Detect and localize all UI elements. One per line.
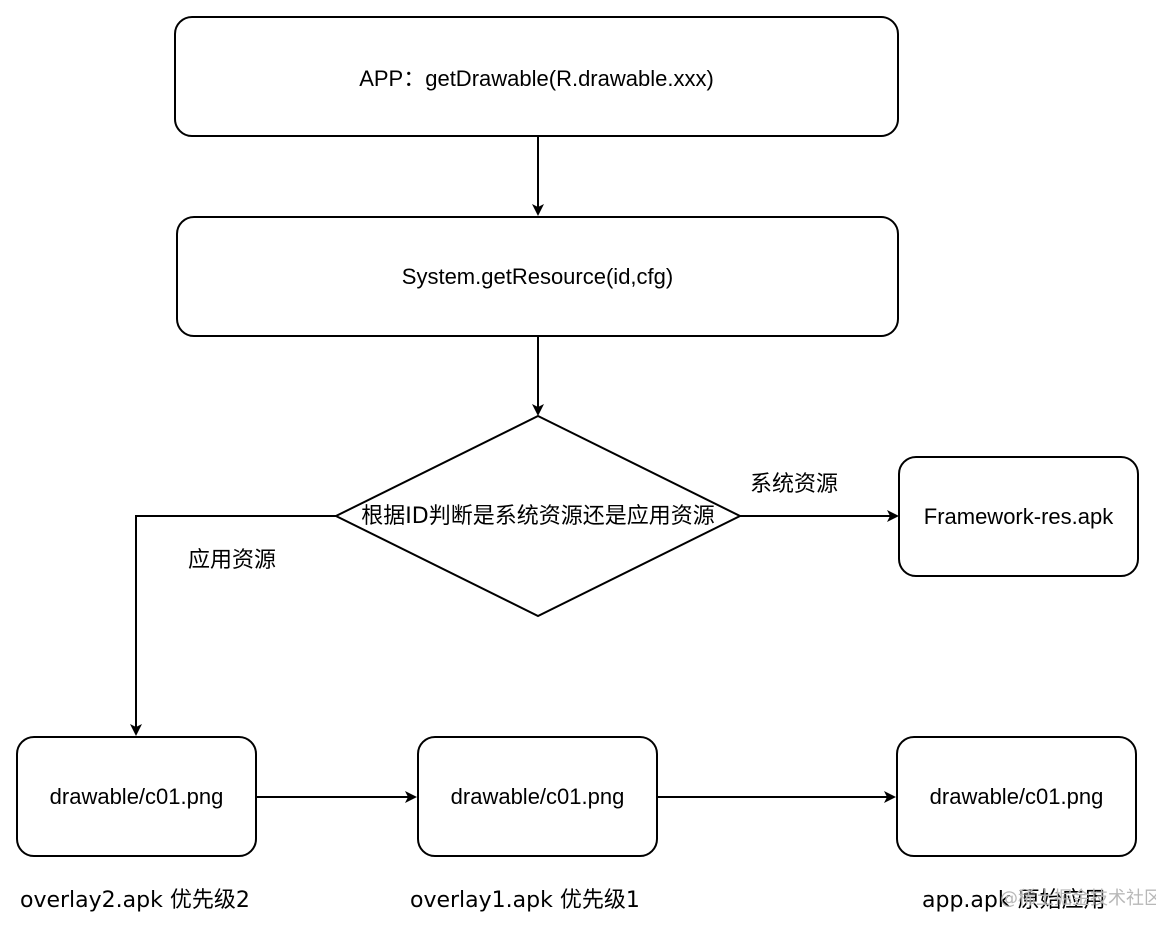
app-apk-node: drawable/c01.png bbox=[896, 736, 1137, 857]
decision-label: 根据ID判断是系统资源还是应用资源 bbox=[361, 504, 715, 529]
app-call-node: APP：getDrawable(R.drawable.xxx) bbox=[174, 16, 899, 137]
app-resource-edge-label: 应用资源 bbox=[188, 548, 277, 573]
overlay2-caption: overlay2.apk 优先级2 bbox=[20, 888, 250, 913]
watermark: @稀土掘金技术社区 bbox=[1000, 888, 1156, 909]
overlay1-label: drawable/c01.png bbox=[450, 783, 625, 809]
system-resource-node: System.getResource(id,cfg) bbox=[176, 216, 899, 337]
system-resource-edge-label: 系统资源 bbox=[750, 472, 839, 497]
arrow-decision-to-overlay2 bbox=[130, 515, 336, 736]
framework-label: Framework-res.apk bbox=[923, 503, 1114, 529]
app-apk-label: drawable/c01.png bbox=[929, 783, 1104, 809]
overlay1-caption: overlay1.apk 优先级1 bbox=[410, 888, 640, 913]
framework-node: Framework-res.apk bbox=[898, 456, 1139, 577]
app-caption: app.apk 原始应用 bbox=[922, 888, 1106, 913]
system-resource-label: System.getResource(id,cfg) bbox=[401, 263, 674, 289]
app-call-label: APP：getDrawable(R.drawable.xxx) bbox=[359, 65, 714, 91]
decision-diamond bbox=[333, 414, 743, 618]
overlay2-node: drawable/c01.png bbox=[16, 736, 257, 857]
overlay2-label: drawable/c01.png bbox=[49, 783, 224, 809]
overlay1-node: drawable/c01.png bbox=[417, 736, 658, 857]
